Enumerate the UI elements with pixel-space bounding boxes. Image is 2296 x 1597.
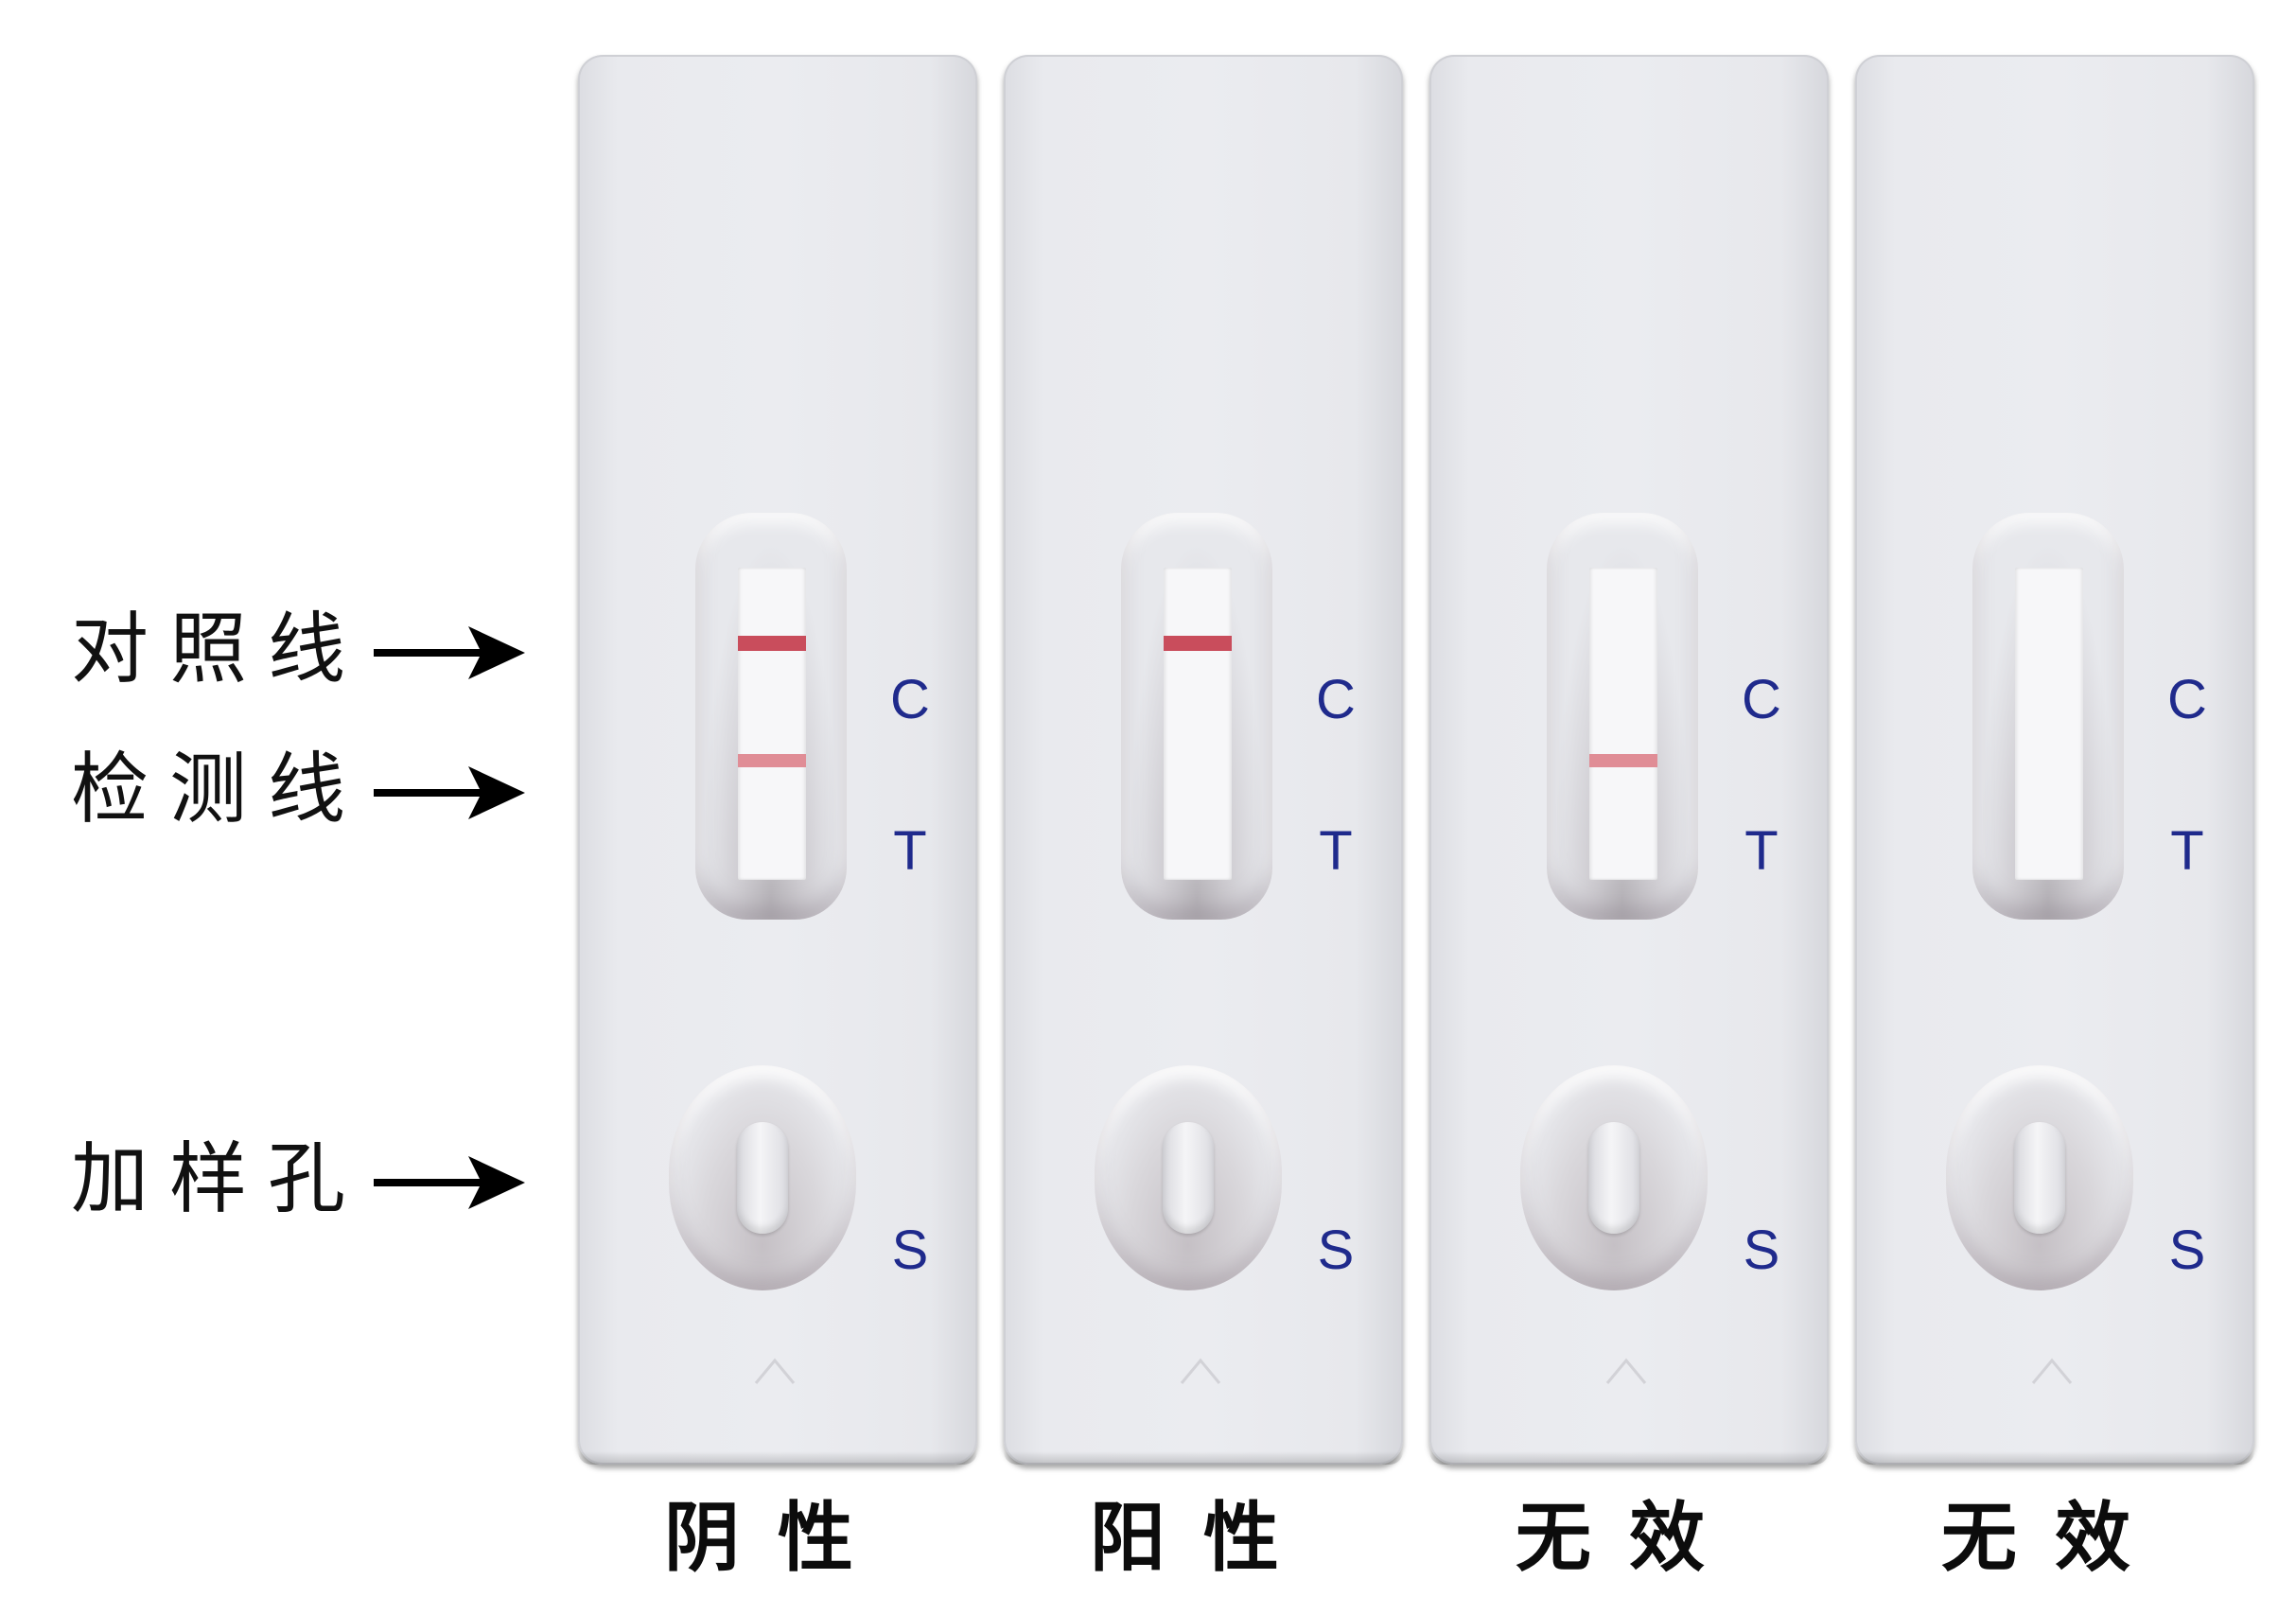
sample-hole <box>2014 1122 2065 1234</box>
result-caption-4: 无效 <box>1941 1493 2168 1582</box>
letter-c: C <box>890 669 930 730</box>
sample-well <box>669 1065 856 1290</box>
test-strip <box>1164 568 1232 880</box>
result-caption-2: 阳性 <box>1090 1493 1317 1582</box>
triangle-marker-icon <box>1605 1358 1647 1384</box>
label-test-line: 检测线 <box>71 745 367 834</box>
triangle-marker-icon <box>1180 1358 1221 1384</box>
test-band <box>1589 754 1657 767</box>
test-cassette-1: C T S <box>578 55 977 1465</box>
letter-s: S <box>2168 1220 2206 1281</box>
result-caption-3: 无效 <box>1516 1493 1743 1582</box>
letter-s: S <box>1317 1220 1355 1281</box>
test-strip <box>2015 568 2083 880</box>
letter-s: S <box>891 1220 929 1281</box>
result-caption-1: 阴性 <box>664 1493 891 1582</box>
result-window <box>1121 513 1272 920</box>
letter-s: S <box>1743 1220 1780 1281</box>
test-cassette-2: C T S <box>1004 55 1403 1465</box>
letter-c: C <box>2167 669 2207 730</box>
letter-t: T <box>1744 820 1779 882</box>
sample-well <box>1946 1065 2133 1290</box>
test-cassette-3: C T S <box>1429 55 1829 1465</box>
letter-c: C <box>1742 669 1781 730</box>
sample-well <box>1095 1065 1282 1290</box>
label-sample-well: 加样孔 <box>71 1134 367 1224</box>
sample-hole <box>1588 1122 1639 1234</box>
sample-hole <box>737 1122 788 1234</box>
arrow-right-icon <box>374 1156 525 1209</box>
triangle-marker-icon <box>754 1358 796 1384</box>
control-band <box>1164 636 1232 651</box>
arrow-right-icon <box>374 766 525 819</box>
sample-hole <box>1163 1122 1214 1234</box>
result-window <box>695 513 847 920</box>
result-window <box>1972 513 2124 920</box>
triangle-marker-icon <box>2031 1358 2073 1384</box>
test-band <box>738 754 806 767</box>
label-control-line: 对照线 <box>71 605 367 694</box>
control-band <box>738 636 806 651</box>
sample-well <box>1520 1065 1708 1290</box>
test-strip <box>1589 568 1657 880</box>
result-window <box>1547 513 1698 920</box>
letter-c: C <box>1316 669 1356 730</box>
test-strip <box>738 568 806 880</box>
test-cassette-4: C T S <box>1855 55 2254 1465</box>
arrow-right-icon <box>374 626 525 679</box>
letter-t: T <box>893 820 927 882</box>
letter-t: T <box>2170 820 2204 882</box>
letter-t: T <box>1319 820 1353 882</box>
